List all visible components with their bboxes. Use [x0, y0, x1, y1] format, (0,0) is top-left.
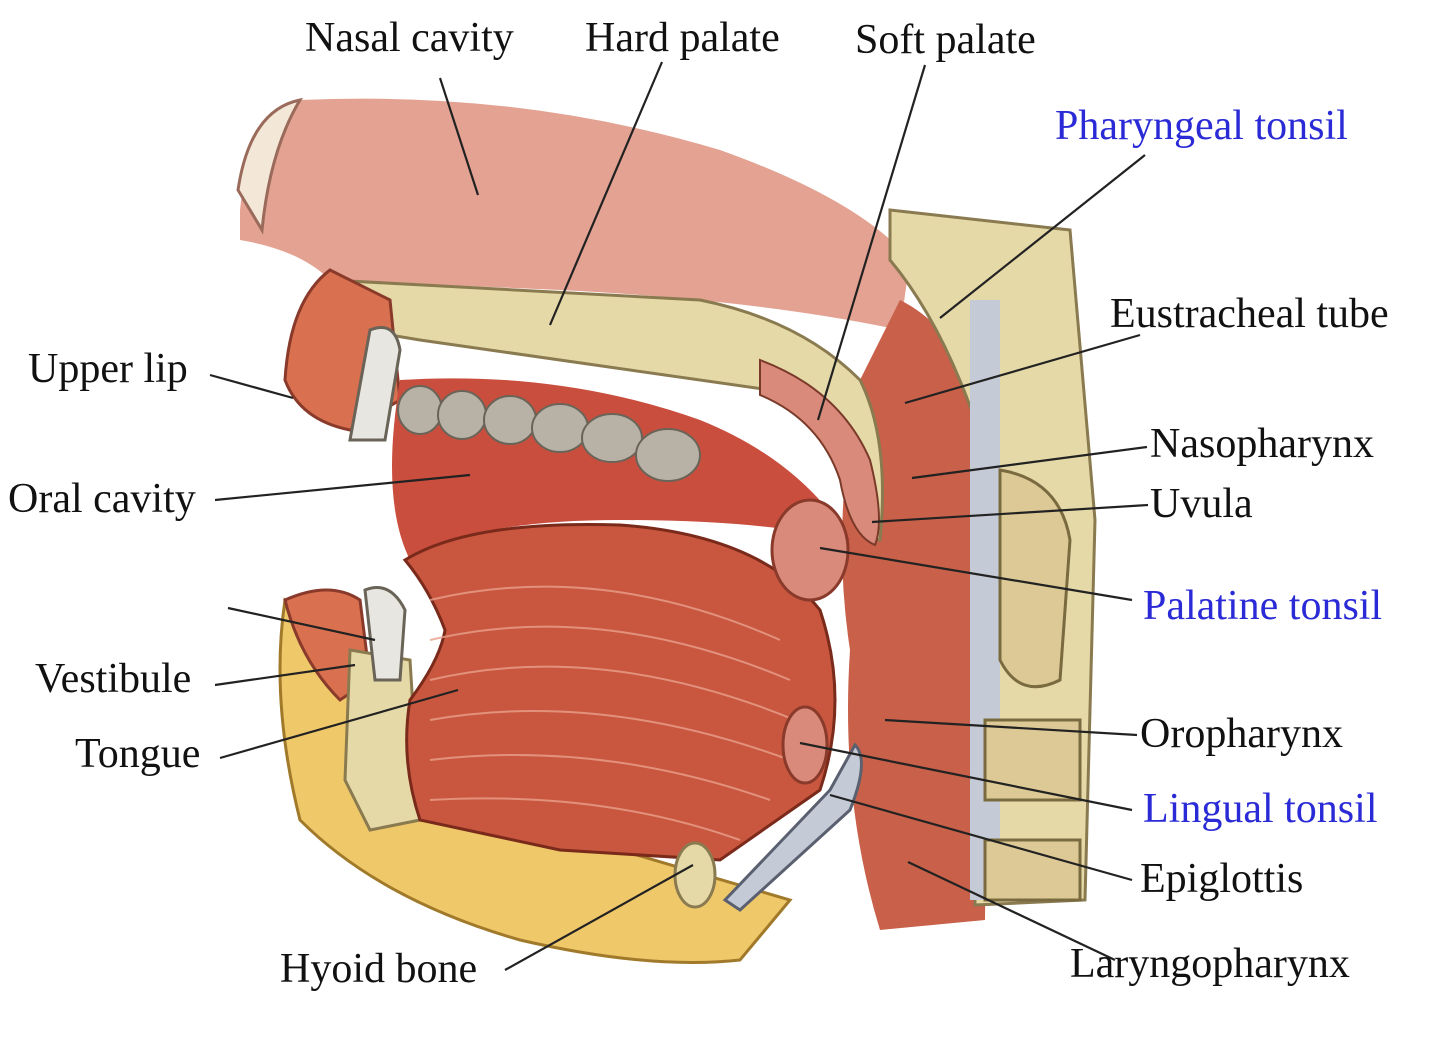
leader-upper-lip — [209, 373, 294, 400]
lower-incisor-shape — [363, 586, 407, 682]
leader-vestibule-upper — [227, 606, 376, 642]
soft-palate-shape — [759, 358, 880, 547]
label-oropharynx: Oropharynx — [1140, 711, 1343, 757]
leader-nasopharynx — [911, 445, 1148, 480]
label-epiglottis: Epiglottis — [1140, 856, 1304, 902]
leader-epiglottis — [829, 793, 1133, 882]
leader-hyoid-bone — [504, 864, 694, 971]
leader-pharyngeal-tonsil — [939, 154, 1146, 319]
leader-nasal-cavity — [438, 77, 480, 196]
label-oral-cavity: Oral cavity — [8, 476, 196, 522]
leader-uvula — [871, 503, 1149, 524]
vertebra-3-shape — [983, 838, 1082, 902]
ligament-strip-shape — [970, 300, 1000, 900]
leader-tongue — [219, 688, 459, 760]
label-hard-palate: Hard palate — [585, 15, 780, 61]
leader-oral-cavity — [214, 473, 471, 502]
label-nasopharynx: Nasopharynx — [1150, 421, 1374, 467]
label-uvula: Uvula — [1150, 481, 1253, 527]
leader-eustracheal-tube — [904, 333, 1141, 405]
lower-jaw-shape — [278, 597, 793, 964]
label-laryngopharynx: Laryngopharynx — [1070, 941, 1350, 987]
leader-soft-palate — [816, 64, 927, 421]
tongue-shape — [402, 522, 837, 862]
label-nasal-cavity: Nasal cavity — [305, 15, 514, 61]
leader-vestibule — [214, 663, 356, 687]
leader-lingual-tonsil — [799, 741, 1133, 812]
leader-hard-palate — [548, 61, 664, 326]
leader-laryngopharynx — [907, 861, 1116, 961]
hyoid-bone-shape — [673, 841, 717, 909]
upper-incisor-shape — [348, 326, 402, 442]
label-soft-palate: Soft palate — [855, 17, 1036, 63]
leader-palatine-tonsil — [819, 546, 1133, 602]
label-palatine-tonsil: Palatine tonsil — [1143, 583, 1383, 629]
nostril-shape — [236, 97, 304, 235]
label-vestibule: Vestibule — [35, 656, 192, 702]
label-upper-lip: Upper lip — [28, 346, 188, 392]
tongue-muscle-fibers — [429, 585, 796, 841]
palatine-tonsil-shape — [770, 498, 850, 602]
leader-oropharynx — [884, 718, 1138, 737]
label-eustracheal-tube: Eustracheal tube — [1110, 291, 1389, 337]
upper-teeth — [397, 385, 701, 482]
epiglottis-shape — [722, 742, 863, 912]
vertebra-2-shape — [983, 718, 1082, 802]
vertebra-1-shape — [998, 468, 1072, 689]
leader-lines — [209, 61, 1149, 971]
label-hyoid-bone: Hyoid bone — [280, 946, 478, 992]
label-lingual-tonsil: Lingual tonsil — [1143, 786, 1378, 832]
label-tongue: Tongue — [75, 731, 201, 777]
label-pharyngeal-tonsil: Pharyngeal tonsil — [1055, 103, 1348, 149]
nasal-region-shape — [240, 98, 910, 330]
